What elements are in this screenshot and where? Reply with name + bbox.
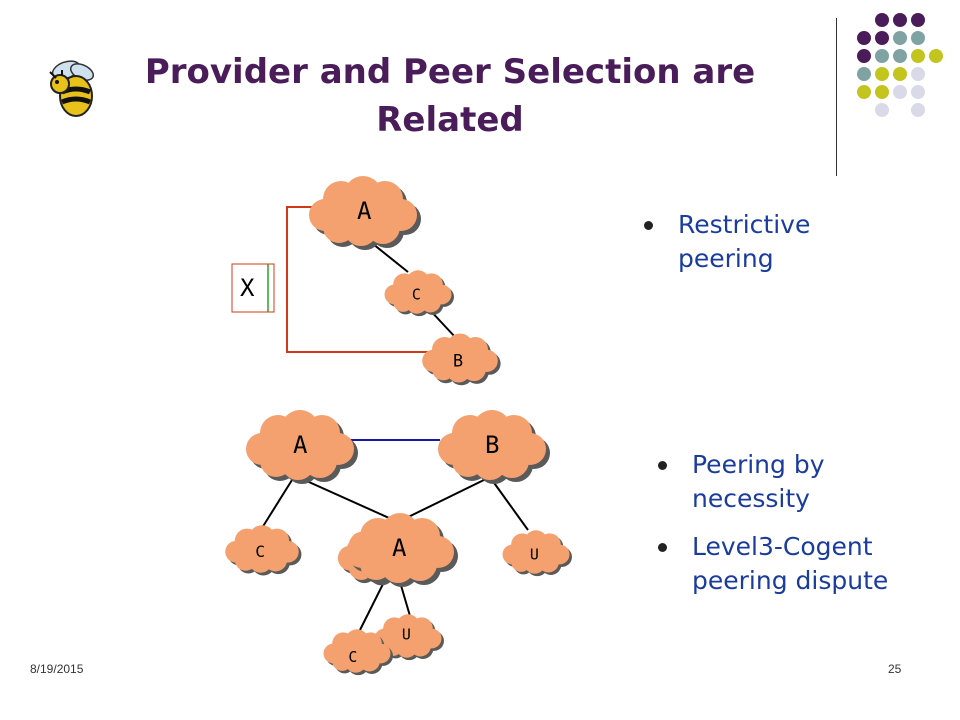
link-b-amid [397, 477, 489, 523]
blocked-marker-box [231, 263, 275, 313]
decorative-dot-grid [857, 13, 943, 117]
bullet-icon [644, 221, 653, 230]
link-a-c-left [261, 479, 293, 529]
node-label: C [348, 648, 357, 666]
bullet-text-line1: Restrictive [678, 210, 811, 239]
link-a-amid [299, 477, 399, 523]
bullet-item: Level3-Cogent peering dispute [654, 530, 888, 598]
decorative-dot [911, 13, 925, 27]
cloud-node-bottom-c: C [323, 629, 393, 676]
decorative-dot [875, 103, 889, 117]
bullet-icon [658, 543, 667, 552]
decorative-dot [893, 67, 907, 81]
node-label: U [530, 545, 539, 563]
blocked-marker-label: X [240, 274, 255, 302]
node-label: C [412, 285, 421, 303]
decorative-dot [911, 49, 925, 63]
decorative-dot [875, 85, 889, 99]
cloud-node-top-a: A [309, 176, 421, 250]
bee-mascot-icon [49, 60, 95, 117]
node-label: U [402, 626, 411, 644]
decorative-dot [857, 49, 871, 63]
node-label: C [255, 542, 265, 561]
decorative-dot [857, 85, 871, 99]
decorative-dot [875, 31, 889, 45]
bullet-list-bottom: Peering by necessity Level3-Cogent peeri… [654, 448, 888, 612]
decorative-dot [857, 67, 871, 81]
red-link [286, 206, 430, 353]
decorative-dot [875, 67, 889, 81]
decorative-dot [911, 103, 925, 117]
decorative-dot [893, 31, 907, 45]
page-number: 25 [888, 662, 902, 676]
decorative-dot [893, 13, 907, 27]
cloud-node-bottom-c-left: C [225, 525, 302, 576]
decorative-dot [875, 49, 889, 63]
node-label: B [485, 431, 499, 459]
decorative-dot [929, 49, 943, 63]
decorative-dot [911, 85, 925, 99]
decorative-dot [911, 31, 925, 45]
decorative-dot [857, 31, 871, 45]
decorative-dot [875, 13, 889, 27]
decorative-divider [836, 18, 837, 176]
link-amid-c [359, 581, 385, 631]
bullet-icon [658, 461, 667, 470]
decorative-dot [911, 67, 925, 81]
bullet-list-top: Restrictive peering [640, 208, 810, 290]
footer-date: 8/19/2015 [30, 662, 84, 676]
node-label: A [392, 534, 407, 562]
cloud-node-bottom-a-mid: A [346, 513, 458, 587]
decorative-dot [893, 49, 907, 63]
bullet-text-line1: Level3-Cogent [692, 532, 873, 561]
node-label: A [357, 197, 372, 225]
link-b-u [491, 479, 529, 531]
node-label: A [293, 431, 308, 459]
cloud-node-bottom-u-right: U [502, 530, 572, 577]
cloud-node-bottom-b: B [438, 410, 550, 484]
bullet-item: Restrictive peering [640, 208, 810, 276]
node-label: B [453, 350, 463, 370]
cloud-node-top-b: B [422, 333, 501, 386]
bullet-text-line1: Peering by [692, 450, 825, 479]
bullet-text-line2: peering dispute [692, 566, 889, 595]
decorative-dot [893, 85, 907, 99]
link-amid-u [399, 581, 411, 617]
page-title: Provider and Peer Selection are Related [144, 52, 756, 140]
bullet-text-line2: necessity [692, 484, 810, 513]
bullet-item: Peering by necessity [654, 448, 888, 516]
bullet-text-line2: peering [678, 244, 774, 273]
cloud-node-top-c: C [384, 270, 454, 317]
cloud-node-bottom-a: A [246, 410, 358, 484]
cloud-node-bottom-u: U [374, 614, 444, 661]
